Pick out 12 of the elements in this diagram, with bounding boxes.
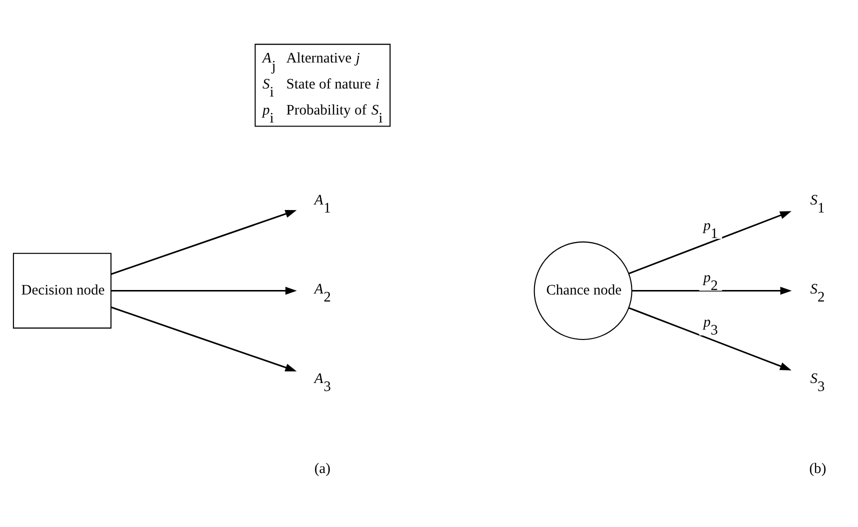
arrow (110, 210, 296, 274)
node-circle: Chance node (533, 240, 632, 340)
label: (b) (808, 460, 826, 477)
arrow (628, 306, 791, 370)
arrow (110, 286, 296, 294)
label: (a) (314, 460, 330, 477)
arrow (110, 306, 296, 371)
arrow (628, 210, 791, 274)
arrow (631, 286, 792, 294)
label: State of nature i (286, 76, 380, 92)
label: Alternative j (286, 50, 360, 66)
node-box: Decision node (12, 252, 111, 328)
